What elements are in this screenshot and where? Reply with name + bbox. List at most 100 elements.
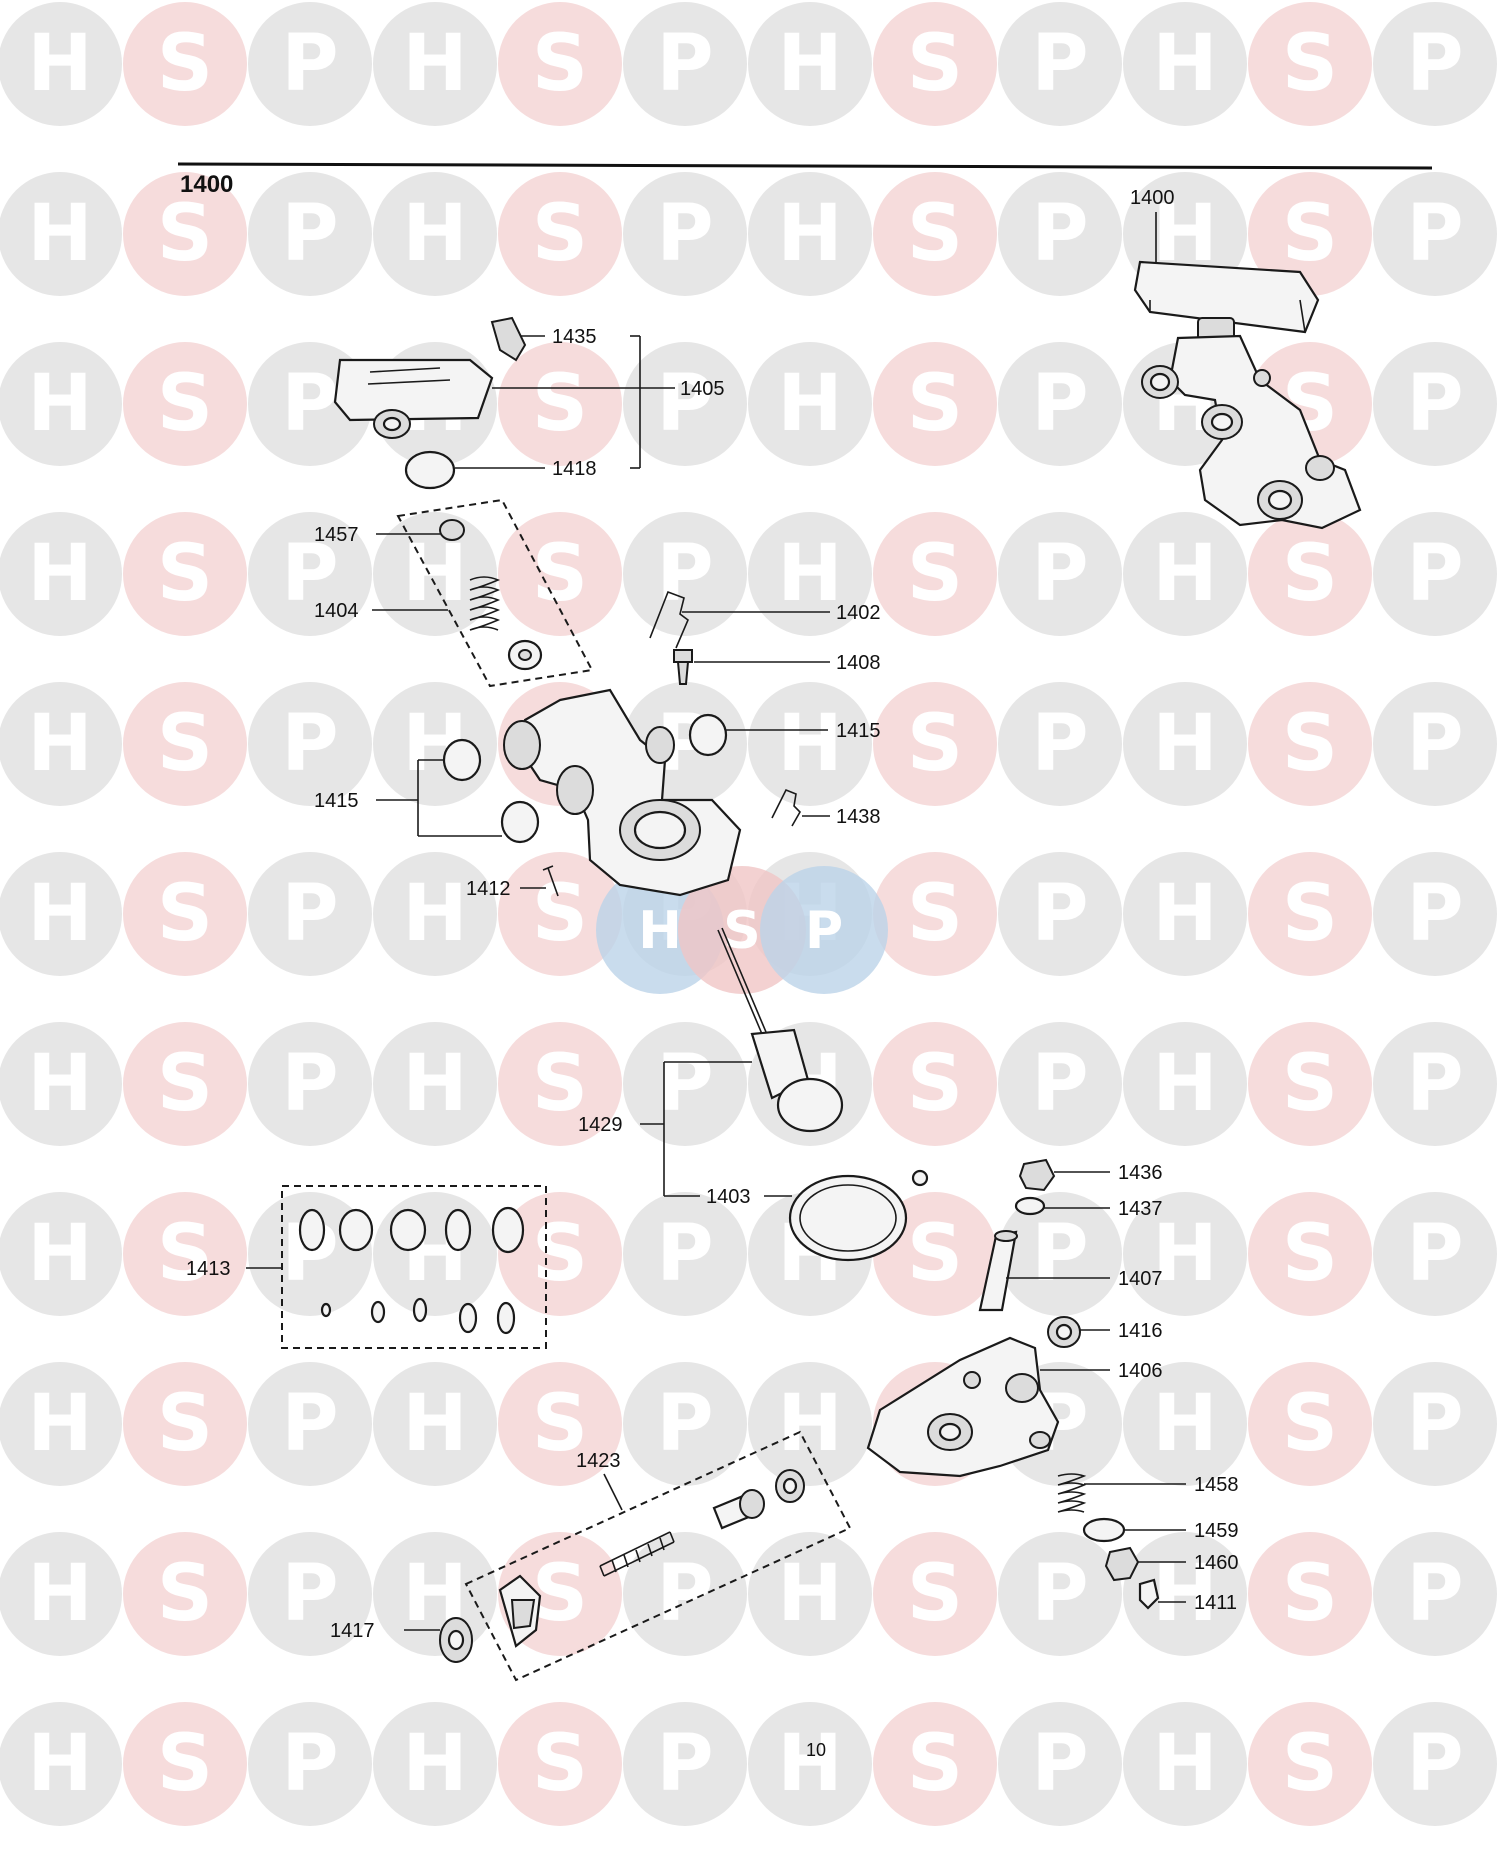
part-valve-body <box>503 688 742 897</box>
watermark-letter: H <box>402 1379 467 1469</box>
section-title: 1400 <box>180 171 233 198</box>
watermark-circle <box>623 512 747 636</box>
watermark-letter: P <box>1031 1719 1088 1809</box>
watermark-letter: H <box>402 1039 467 1129</box>
watermark-letter: P <box>656 1039 713 1129</box>
watermark-circle <box>1123 1022 1247 1146</box>
watermark-circle <box>123 1022 247 1146</box>
part-1415-washer-right <box>688 713 728 757</box>
watermark-letter: P <box>1031 189 1088 279</box>
watermark-letter: H <box>777 529 842 619</box>
watermark-circle <box>1123 682 1247 806</box>
watermark-circle <box>873 1022 997 1146</box>
watermark-circle <box>998 172 1122 296</box>
part-1415-washer-left-b <box>500 800 540 844</box>
watermark-letter: P <box>656 1379 713 1469</box>
watermark-circle <box>1373 1022 1497 1146</box>
watermark-letter: S <box>907 529 963 619</box>
watermark-letter: S <box>1282 1039 1338 1129</box>
watermark-letter: H <box>27 189 92 279</box>
watermark-circle <box>873 1532 997 1656</box>
watermark-circle <box>623 1362 747 1486</box>
watermark-circle <box>498 1362 622 1486</box>
watermark-letter: H <box>27 359 92 449</box>
watermark-letter: H <box>777 1719 842 1809</box>
watermark-letter: P <box>1406 1039 1463 1129</box>
watermark-letter: P <box>1406 869 1463 959</box>
watermark-circle <box>498 2 622 126</box>
watermark-letter: P <box>1031 1549 1088 1639</box>
watermark-circle <box>498 172 622 296</box>
label-1404: 1404 <box>314 600 359 622</box>
watermark-circle <box>248 1702 372 1826</box>
watermark-letter: P <box>656 1209 713 1299</box>
watermark-circle <box>1373 1192 1497 1316</box>
watermark-letter: S <box>157 1719 213 1809</box>
watermark-letter: P <box>1406 1719 1463 1809</box>
watermark-letter: H <box>402 869 467 959</box>
watermark-circle <box>1248 172 1372 296</box>
watermark-letter: S <box>1282 1379 1338 1469</box>
part-1411-nipple <box>1138 1578 1160 1610</box>
watermark-letter: P <box>656 1719 713 1809</box>
part-1458-spring <box>1057 1473 1087 1513</box>
part-1402-clip <box>649 590 689 649</box>
watermark-letter: H <box>27 1209 92 1299</box>
watermark-letter: S <box>907 189 963 279</box>
watermark-circle <box>998 1192 1122 1316</box>
watermark-letter: S <box>157 699 213 789</box>
part-1408-screw <box>673 649 693 685</box>
watermark-letter: P <box>1031 1039 1088 1129</box>
watermark-circle <box>1123 852 1247 976</box>
watermark-letter: P <box>1031 529 1088 619</box>
watermark-circle <box>373 1702 497 1826</box>
part-1412-screw <box>542 865 559 897</box>
watermark-circle <box>248 682 372 806</box>
watermark-circle <box>998 682 1122 806</box>
watermark-letter: H <box>777 699 842 789</box>
watermark-letter: P <box>281 1549 338 1639</box>
watermark-circle <box>748 1702 872 1826</box>
watermark-circle <box>748 172 872 296</box>
watermark-circle <box>0 1022 122 1146</box>
watermark-circle <box>498 1192 622 1316</box>
watermark-circle <box>0 1192 122 1316</box>
watermark-circle <box>0 512 122 636</box>
part-1416-seal <box>1047 1316 1081 1348</box>
watermark-letter: H <box>402 189 467 279</box>
watermark-letter: P <box>281 19 338 109</box>
watermark-circle <box>623 2 747 126</box>
watermark-circle <box>123 2 247 126</box>
watermark-letter: S <box>907 869 963 959</box>
kit-1404-dashed <box>396 498 594 688</box>
watermark-circle <box>873 682 997 806</box>
watermark-circle <box>998 512 1122 636</box>
watermark-letter: S <box>1282 1719 1338 1809</box>
watermark-letter: P <box>656 1549 713 1639</box>
watermark-letter: H <box>402 529 467 619</box>
watermark-letter: S <box>907 19 963 109</box>
watermark-circle <box>123 1192 247 1316</box>
watermark-letter: S <box>532 1209 588 1299</box>
label-1418: 1418 <box>552 458 597 480</box>
watermark-circle <box>0 852 122 976</box>
watermark-letter: P <box>1406 699 1463 789</box>
watermark-circle <box>748 342 872 466</box>
watermark-circle <box>498 342 622 466</box>
watermark-circle <box>248 1532 372 1656</box>
watermark-circle <box>623 1702 747 1826</box>
watermark-letter: P <box>1406 529 1463 619</box>
watermark-letter: S <box>907 359 963 449</box>
watermark-circle <box>248 1022 372 1146</box>
label-1437: 1437 <box>1118 1198 1163 1220</box>
watermark-letter: S <box>532 1549 588 1639</box>
assembled-valve-unit <box>1133 260 1362 530</box>
watermark-circle <box>498 1022 622 1146</box>
watermark-circle <box>123 512 247 636</box>
label-1400: 1400 <box>1130 187 1175 209</box>
watermark-circle <box>0 1362 122 1486</box>
watermark-circle <box>1248 1362 1372 1486</box>
watermark-letter: P <box>1031 1209 1088 1299</box>
watermark-letter: H <box>27 529 92 619</box>
center-logo-letter: H <box>638 901 682 961</box>
